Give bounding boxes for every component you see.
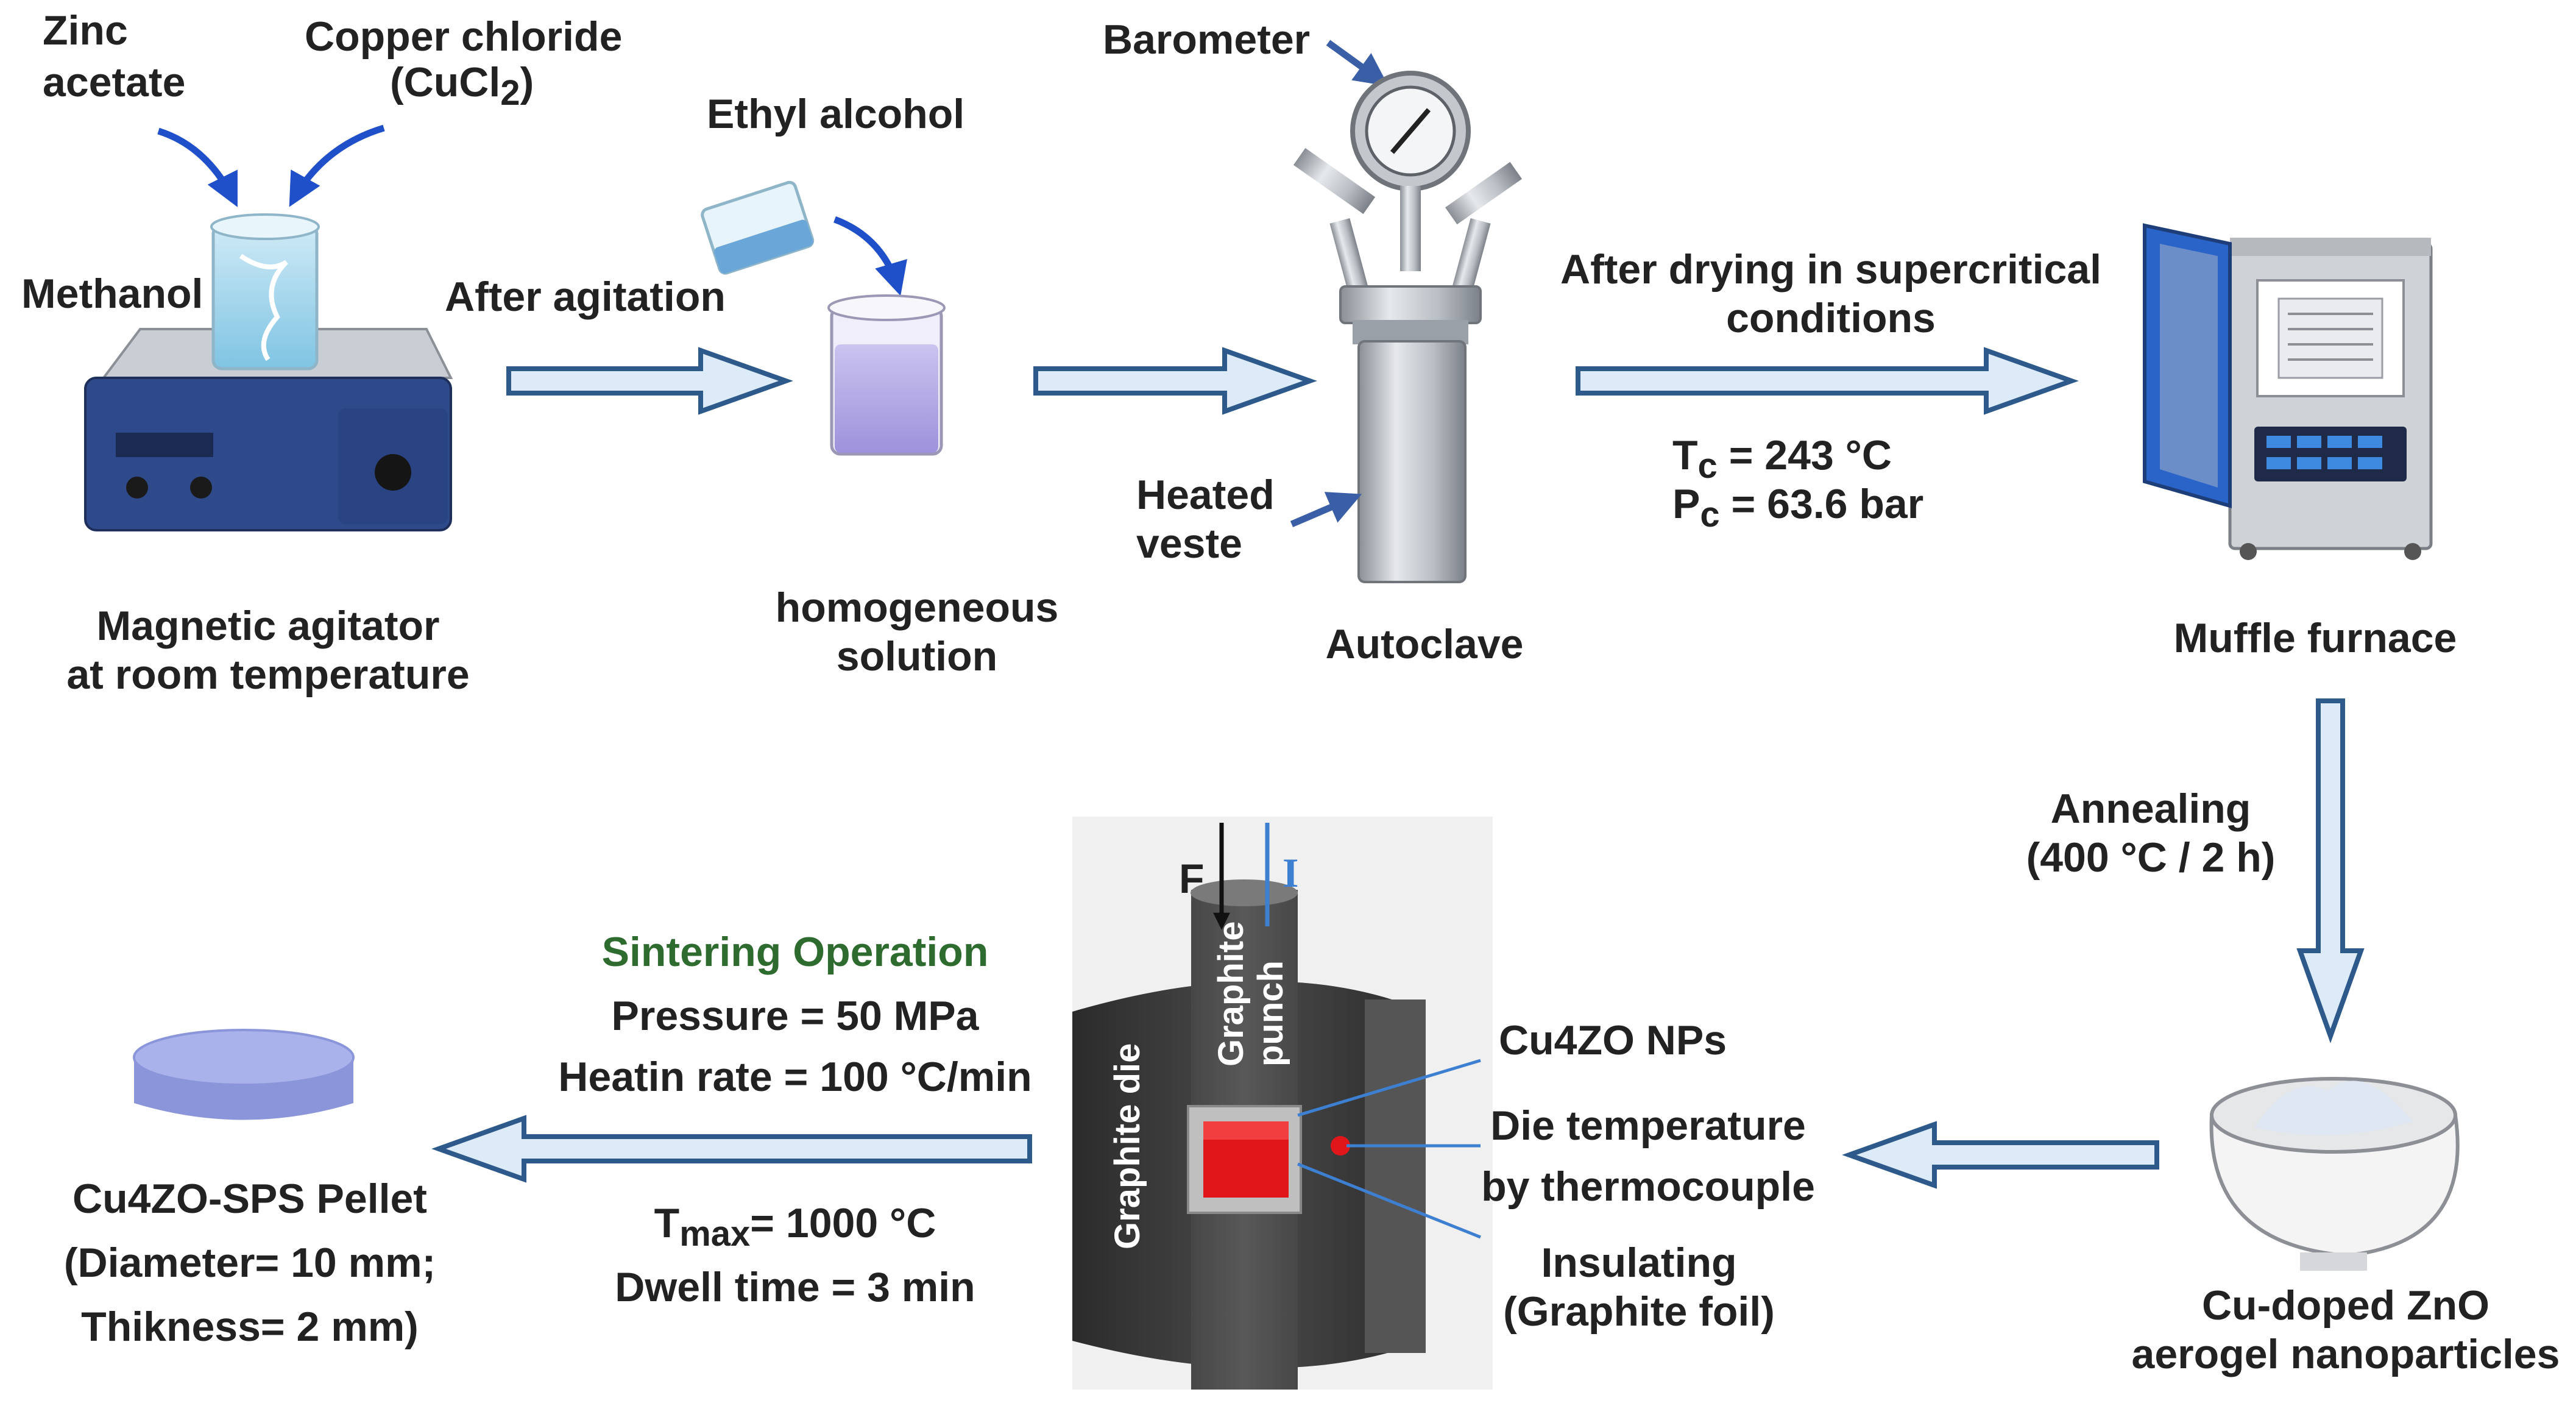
ethyl-alcohol-label: Ethyl alcohol: [707, 91, 964, 137]
autoclave-label: Autoclave: [1326, 621, 1524, 667]
zinc-pointer-arrow: [157, 127, 238, 207]
insulating-label-1: Insulating: [1541, 1240, 1736, 1286]
flow-arrow-6: [431, 1115, 1032, 1183]
drying-label-1: After drying in supercritical: [1560, 246, 2101, 293]
magnetic-label-2: at room temperature: [66, 652, 469, 698]
copper-label-2: (CuCl2): [390, 59, 534, 113]
methanol-label: Methanol: [21, 271, 203, 317]
cu-doped-label-2: aerogel nanoparticles: [2132, 1331, 2560, 1377]
flow-arrow-4: [2296, 698, 2365, 1043]
copper-label-1: Copper chloride: [305, 13, 622, 60]
heated-pointer-arrow: [1290, 492, 1362, 528]
punch-label-1: Graphite: [1211, 921, 1251, 1067]
heated-label-1: Heated: [1136, 472, 1275, 518]
homogeneous-label-2: solution: [837, 633, 997, 680]
homogeneous-label-1: homogeneous: [776, 584, 1059, 631]
die-temp-label-1: Die temperature: [1490, 1102, 1806, 1149]
after-agitation-label: After agitation: [445, 274, 726, 320]
annealing-label-1: Annealing: [2051, 786, 2251, 832]
dwell-label: Dwell time = 3 min: [615, 1264, 975, 1310]
barometer-pointer-arrow: [1326, 40, 1389, 87]
muffle-furnace-illustration: [2143, 223, 2433, 560]
beaker-methanol-icon: [210, 213, 320, 371]
die-temp-label-2: by thermocouple: [1481, 1163, 1815, 1210]
zinc-label-1: Zinc: [43, 7, 128, 54]
insulating-label-2: (Graphite foil): [1503, 1288, 1775, 1335]
muffle-label: Muffle furnace: [2174, 615, 2457, 661]
beaker-solution-icon: [827, 294, 946, 456]
zinc-label-2: acetate: [43, 59, 185, 105]
drying-label-2: conditions: [1726, 295, 1936, 341]
bowl-nanoparticles-illustration: [2209, 1077, 2460, 1271]
tmax-label: Tmax= 1000 °C: [654, 1200, 936, 1254]
ethyl-pointer-arrow: [833, 216, 907, 296]
punch-label-2: punch: [1251, 960, 1290, 1067]
heating-rate-label: Heatin rate = 100 °C/min: [558, 1054, 1031, 1100]
flow-arrow-3: [1576, 347, 2079, 415]
cu4zo-nps-label: Cu4ZO NPs: [1499, 1017, 1727, 1063]
copper-pointer-arrow: [289, 124, 385, 207]
magnetic-label-1: Magnetic agitator: [97, 603, 440, 649]
insulating-pointer-line: [1297, 1162, 1481, 1239]
pellet-label-1: Cu4ZO-SPS Pellet: [73, 1176, 427, 1222]
sintering-title: Sintering Operation: [602, 929, 989, 975]
pellet-label-2: (Diameter= 10 mm;: [64, 1240, 436, 1286]
heated-label-2: veste: [1136, 520, 1242, 567]
current-label: I: [1283, 850, 1298, 896]
pouring-beaker-icon: [701, 180, 815, 275]
annealing-label-2: (400 °C / 2 h): [2026, 834, 2276, 881]
barometer-label: Barometer: [1103, 16, 1310, 63]
graphite-die-label: Graphite die: [1108, 1043, 1147, 1249]
force-label: F: [1179, 856, 1205, 902]
flow-arrow-5: [1842, 1121, 2159, 1189]
nps-pointer-line: [1297, 1059, 1481, 1117]
pressure-label: Pressure = 50 MPa: [612, 993, 980, 1039]
pellet-label-3: Thikness= 2 mm): [81, 1304, 419, 1350]
autoclave-illustration: [1293, 71, 1522, 583]
flow-arrow-2: [1033, 347, 1317, 415]
cu-doped-label-1: Cu-doped ZnO: [2202, 1282, 2489, 1329]
pellet-illustration: [133, 1029, 355, 1120]
pc-label: Pc = 63.6 bar: [1672, 481, 1923, 534]
magnetic-agitator-illustration: [84, 213, 453, 531]
tc-label: Tc = 243 °C: [1672, 432, 1892, 486]
sps-die-illustration: [1072, 817, 1493, 1390]
flow-arrow-1: [506, 347, 793, 415]
